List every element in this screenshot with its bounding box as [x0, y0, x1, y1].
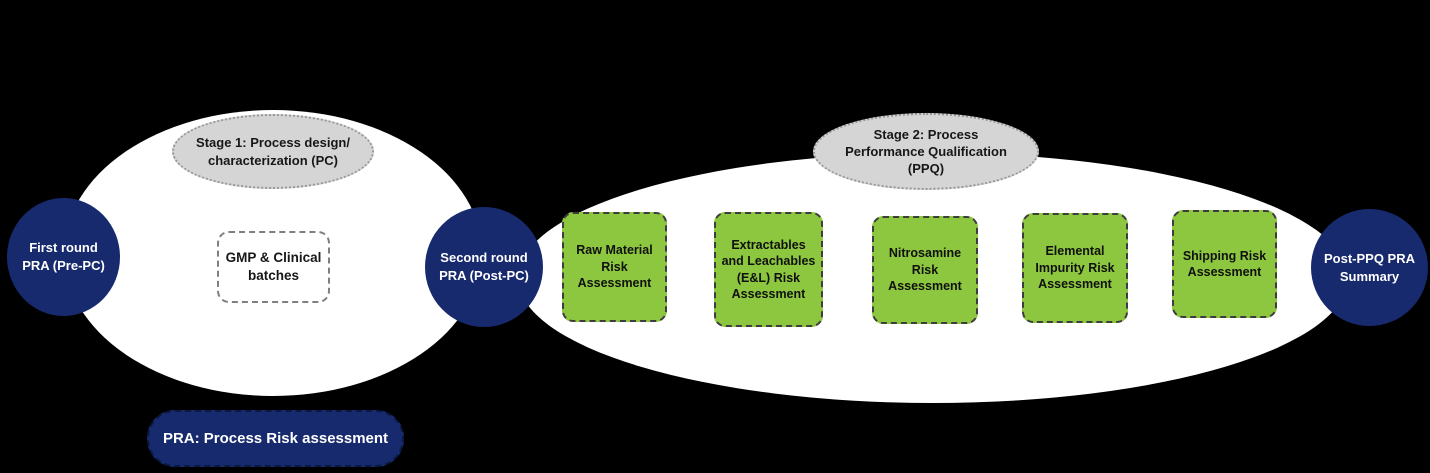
pra-legend-pill: PRA: Process Risk assessment: [147, 410, 404, 467]
pra-legend-label: PRA: Process Risk assessment: [162, 430, 389, 447]
raw-material-risk-assessment-label: Raw Material Risk Assessment: [576, 243, 653, 291]
stage2-title-label: Stage 2: Process Performance Qualificati…: [845, 126, 1007, 177]
post-ppq-pra-summary-node: Post-PPQ PRA Summary: [1311, 209, 1428, 326]
stage1-title-bubble: Stage 1: Process design/ characterizatio…: [172, 114, 374, 189]
first-round-pra-node: First round PRA (Pre-PC): [7, 198, 120, 316]
second-round-pra-label: Second round PRA (Post-PC): [439, 250, 529, 283]
elemental-impurity-risk-assessment-label: Elemental Impurity Risk Assessment: [1035, 244, 1115, 292]
second-round-pra-node: Second round PRA (Post-PC): [425, 207, 543, 327]
raw-material-risk-assessment-box: Raw Material Risk Assessment: [562, 212, 667, 322]
nitrosamine-risk-assessment-box: Nitrosamine Risk Assessment: [872, 216, 978, 324]
elemental-impurity-risk-assessment-box: Elemental Impurity Risk Assessment: [1022, 213, 1128, 323]
nitrosamine-risk-assessment-label: Nitrosamine Risk Assessment: [888, 246, 962, 294]
shipping-risk-assessment-label: Shipping Risk Assessment: [1182, 248, 1267, 280]
gmp-clinical-batches-box: GMP & Clinical batches: [217, 231, 330, 303]
first-round-pra-label: First round PRA (Pre-PC): [22, 240, 105, 273]
shipping-risk-assessment-box: Shipping Risk Assessment: [1172, 210, 1277, 318]
gmp-clinical-batches-label: GMP & Clinical batches: [225, 249, 322, 283]
stage1-title-label: Stage 1: Process design/ characterizatio…: [196, 135, 350, 168]
post-ppq-pra-summary-label: Post-PPQ PRA Summary: [1323, 250, 1415, 284]
extractables-leachables-risk-assessment-box: Extractables and Leachables (E&L) Risk A…: [714, 212, 823, 327]
extractables-leachables-risk-assessment-label: Extractables and Leachables (E&L) Risk A…: [721, 237, 816, 302]
stage2-title-bubble: Stage 2: Process Performance Qualificati…: [813, 113, 1039, 190]
